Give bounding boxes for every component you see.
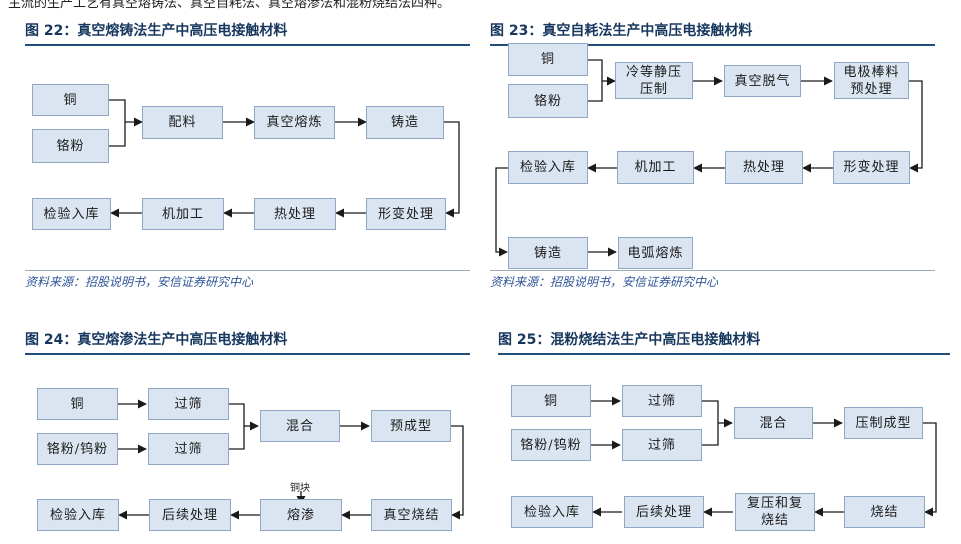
figure-23-title: 图 23：真空自耗法生产中高压电接触材料 <box>490 23 753 39</box>
figure-23-title-rule <box>490 44 935 46</box>
figure-22-title-rule <box>25 44 470 46</box>
arrow-press-sinter <box>923 422 937 517</box>
figure-25-title: 图 25：混粉烧结法生产中高压电接触材料 <box>498 332 761 348</box>
node-post-treatment: 后续处理 <box>624 496 704 528</box>
node-sintering: 烧结 <box>844 496 925 528</box>
node-machining: 机加工 <box>142 198 224 230</box>
arrow-insp-cast <box>495 167 508 257</box>
node-infiltration: 熔渗 <box>260 499 342 531</box>
node-mixing: 混合 <box>260 410 340 442</box>
node-press-forming: 压制成型 <box>844 407 923 439</box>
node-casting: 铸造 <box>508 237 588 269</box>
arrow-cr-merge <box>109 122 126 147</box>
figure-23: 图 23：真空自耗法生产中高压电接触材料 铜 铬粉 冷等静压压制 真空脱气 电极… <box>490 18 935 298</box>
figure-24-title-rule <box>25 353 470 355</box>
node-heat-treatment: 热处理 <box>725 151 803 184</box>
figure-22-source: 资料来源：招股说明书，安信证券研究中心 <box>25 275 254 289</box>
figure-23-source: 资料来源：招股说明书，安信证券研究中心 <box>490 275 719 289</box>
copper-block-label: 铜块 <box>290 483 310 494</box>
figure-22-title: 图 22：真空熔铸法生产中高压电接触材料 <box>25 23 288 39</box>
figure-24-arrows <box>118 399 464 520</box>
figure-22-arrows <box>109 99 460 218</box>
node-copper: 铜 <box>511 385 591 417</box>
figure-23-source-rule <box>490 270 935 271</box>
arrow-cu-merge <box>588 59 603 81</box>
figure-25-arrows <box>591 396 937 517</box>
node-preforming: 预成型 <box>371 410 451 442</box>
node-heat-treatment: 热处理 <box>254 198 336 230</box>
arrow-sieve1-merge <box>702 400 719 423</box>
node-copper: 铜 <box>508 43 588 76</box>
figure-22-source-rule <box>25 270 470 271</box>
node-batching: 配料 <box>142 106 223 139</box>
figure-22: 图 22：真空熔铸法生产中高压电接触材料 铜 铬粉 配料 真空熔炼 铸造 形变处… <box>25 18 470 298</box>
node-sieving-1: 过筛 <box>622 385 702 417</box>
figure-25: 图 25：混粉烧结法生产中高压电接触材料 铜 铬粉/钨粉 过筛 过筛 混合 压制… <box>498 327 950 544</box>
node-copper: 铜 <box>37 388 118 420</box>
node-inspection: 检验入库 <box>37 499 119 531</box>
node-copper: 铜 <box>32 84 109 116</box>
node-sieving-2: 过筛 <box>148 433 229 465</box>
arrow-sieve1-merge <box>229 403 245 426</box>
node-arc-melting: 电弧熔炼 <box>618 237 693 269</box>
node-chromium-powder: 铬粉 <box>32 129 109 163</box>
node-chromium-tungsten-powder: 铬粉/钨粉 <box>37 433 118 465</box>
node-mixing: 混合 <box>734 407 813 439</box>
arrow-cast-deform <box>444 121 460 218</box>
node-repress-resinter: 复压和复烧结 <box>735 493 815 531</box>
node-casting: 铸造 <box>366 106 444 139</box>
node-post-treatment: 后续处理 <box>149 499 231 531</box>
node-inspection: 检验入库 <box>511 496 593 528</box>
node-vacuum-melting: 真空熔炼 <box>254 106 335 139</box>
arrow-sieve2-merge <box>229 426 245 450</box>
node-vacuum-sintering: 真空烧结 <box>371 499 452 531</box>
node-machining: 机加工 <box>617 151 694 184</box>
node-sieving-1: 过筛 <box>148 388 229 420</box>
node-vacuum-degassing: 真空脱气 <box>724 65 801 97</box>
node-chromium-tungsten-powder: 铬粉/钨粉 <box>511 429 591 461</box>
node-deformation: 形变处理 <box>366 198 446 230</box>
figure-25-title-rule <box>498 353 950 355</box>
node-chromium-powder: 铬粉 <box>508 84 588 118</box>
figure-24: 图 24：真空熔渗法生产中高压电接触材料 铜 铬粉/钨粉 过筛 过筛 混合 预成… <box>25 327 470 544</box>
node-cold-isostatic-pressing: 冷等静压压制 <box>615 62 693 99</box>
node-inspection: 检验入库 <box>32 198 111 230</box>
arrow-preform-sinter <box>451 425 464 520</box>
figure-23-arrows <box>495 59 923 257</box>
intro-text: 主流的生产工艺有真空熔铸法、真空自耗法、真空熔渗法和混粉烧结法四种。 <box>8 0 451 11</box>
figure-24-title: 图 24：真空熔渗法生产中高压电接触材料 <box>25 332 288 348</box>
arrow-cr-merge <box>588 81 603 102</box>
node-sieving-2: 过筛 <box>622 429 702 461</box>
node-deformation: 形变处理 <box>833 151 910 184</box>
arrow-sieve2-merge <box>702 423 719 446</box>
node-inspection: 检验入库 <box>508 151 588 184</box>
arrow-cu-merge <box>109 99 126 122</box>
arrow-pre-deform <box>909 80 923 173</box>
node-electrode-pretreatment: 电极棒料预处理 <box>834 62 909 99</box>
